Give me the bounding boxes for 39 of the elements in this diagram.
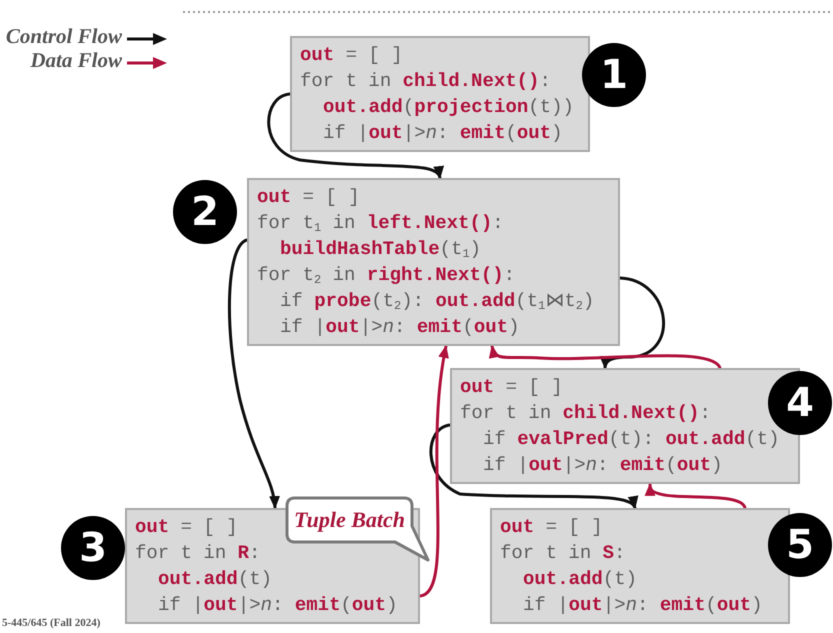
legend-label: Data Flow	[30, 48, 122, 73]
code-line: buildHashTable(t$_{1}$)	[280, 237, 482, 262]
speech-bubble: Tuple Batch	[285, 496, 430, 562]
code-line: if |out|>n: emit(out)	[483, 453, 722, 478]
step-number: 5	[768, 513, 832, 577]
step-number: 1	[582, 43, 646, 107]
code-line: for t$_{1}$ in left.Next():	[257, 211, 504, 236]
step-number: 3	[61, 516, 125, 580]
arrow	[228, 238, 280, 510]
code-line: out = [ ]	[460, 375, 563, 400]
code-line: out = [ ]	[300, 43, 403, 68]
code-line: if |out|>n: emit(out)	[158, 593, 398, 618]
legend-label: Control Flow	[6, 24, 122, 49]
code-line: if probe(t$_{2}$): out.add(t$_{1}$⋈t$_{2}$)	[280, 289, 594, 314]
code-line: for t in child.Next():	[460, 401, 711, 426]
code-line: if |out|>n: emit(out)	[280, 315, 520, 340]
arrow	[490, 344, 722, 370]
arrow	[418, 344, 449, 598]
code-line: out = [ ]	[257, 185, 360, 210]
code-line: out.add(t)	[523, 567, 638, 592]
code-line: for t in S:	[500, 541, 626, 566]
code-line: out.add(t)	[158, 567, 272, 592]
step-number: 2	[173, 180, 237, 244]
arrow	[267, 92, 442, 180]
arrow	[430, 424, 636, 510]
footer-text: 5-445/645 (Fall 2024)	[2, 617, 100, 629]
code-box	[490, 508, 790, 624]
code-line: out = [ ]	[135, 515, 238, 540]
code-line: for t$_{2}$ in right.Next():	[257, 263, 516, 288]
code-line: for t in child.Next():	[300, 69, 551, 94]
arrow	[644, 482, 746, 510]
code-box	[290, 36, 590, 152]
code-line: for t in R:	[135, 541, 260, 566]
arrow	[600, 276, 665, 370]
code-line: if |out|>n: emit(out)	[523, 593, 762, 618]
code-line: out.add(projection(t))	[323, 95, 574, 120]
code-line: out = [ ]	[500, 515, 603, 540]
code-line: if |out|>n: emit(out)	[323, 121, 562, 146]
code-box	[247, 178, 620, 346]
